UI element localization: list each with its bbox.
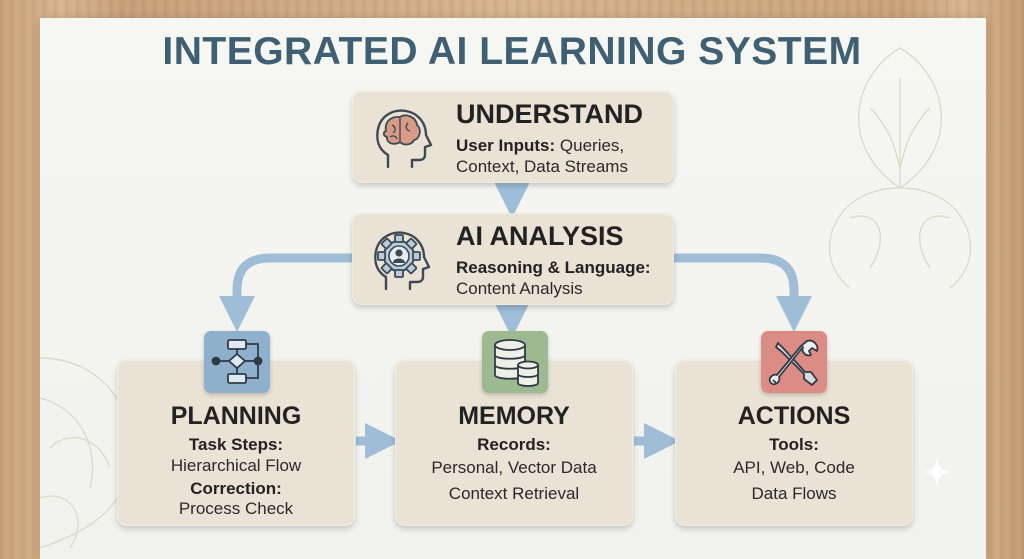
sparkle-icon [922, 457, 952, 487]
actions-title: ACTIONS [737, 402, 851, 430]
planning-title: PLANNING [170, 402, 302, 430]
flowchart-icon [211, 339, 263, 384]
brain-head-icon [376, 109, 433, 169]
memory-value-1: Personal, Vector Data [431, 458, 597, 477]
wrench-screwdriver-icon [768, 339, 819, 386]
actions-icon-tile [761, 331, 827, 393]
floral-decoration-top-right [828, 47, 972, 289]
memory-card: MEMORY Records: Personal, Vector Data Co… [395, 360, 633, 526]
planning-value-2: Process Check [178, 499, 294, 518]
database-icon [494, 339, 539, 387]
ai-analysis-title: AI ANALYSIS [456, 221, 624, 251]
understand-label: User Inputs: [456, 136, 556, 155]
understand-value-1: Queries, [555, 136, 625, 155]
planning-value-1: Hierarchical Flow [170, 456, 302, 475]
understand-value-2: Context, Data Streams [456, 157, 628, 176]
memory-icon-tile [482, 331, 548, 393]
planning-label-1: Task Steps: [188, 435, 284, 454]
planning-icon-tile [204, 331, 270, 393]
page-title: INTEGRATED AI LEARNING SYSTEM [162, 30, 862, 73]
memory-label-1: Records: [477, 435, 551, 454]
understand-card: UNDERSTAND User Inputs: Queries, Context… [352, 91, 674, 183]
ai-analysis-label: Reasoning & Language: [456, 258, 651, 277]
actions-value-2: Data Flows [751, 484, 837, 503]
memory-value-2: Context Retrieval [448, 484, 580, 503]
memory-title: MEMORY [458, 402, 570, 430]
actions-value-1: API, Web, Code [733, 458, 855, 477]
understand-line-1: User Inputs: Queries, [456, 136, 624, 156]
gear-head-icon [374, 231, 431, 291]
actions-label-1: Tools: [769, 435, 819, 454]
understand-title: UNDERSTAND [456, 99, 643, 129]
ai-analysis-value: Content Analysis [456, 279, 583, 298]
planning-label-2: Correction: [190, 479, 282, 498]
ai-analysis-card: AI ANALYSIS Reasoning & Language: Conten… [352, 213, 674, 305]
